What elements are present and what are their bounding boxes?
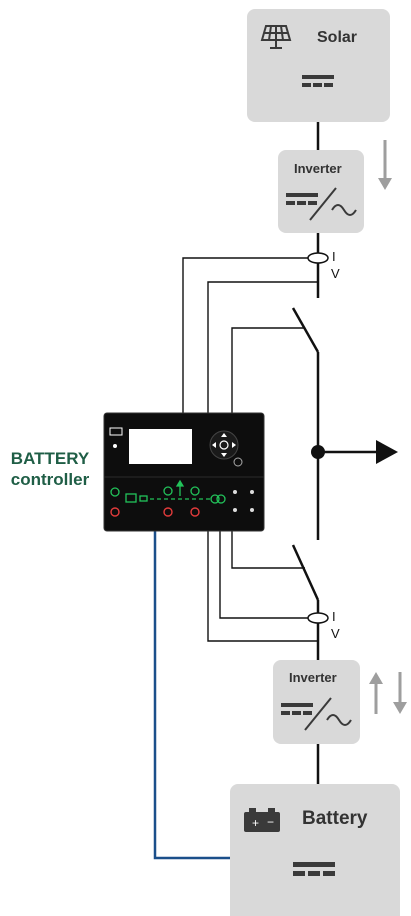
green-led-icon [190,486,200,496]
manual-icon [233,508,237,512]
inverter-top-box: Inverter [278,150,364,233]
current-label-bottom: I [332,609,336,624]
inverter-top-label: Inverter [294,161,342,176]
green-led-icon [110,487,120,497]
solar-box: Solar [247,9,390,122]
mimic-diagram [110,479,226,504]
controller-label-line1: BATTERY [10,449,90,468]
dc-symbol-icon [286,193,318,205]
battery-communication-link [153,531,230,860]
battery-box: + − Battery [230,784,400,916]
navigation-pad [209,430,239,460]
switch-bottom [291,544,320,601]
current-sense-wire-bottom [219,531,310,619]
dc-symbol-icon [281,703,313,715]
dc-ac-converter-icon [304,697,352,731]
switch-top [291,307,320,353]
stop-button-icon [110,507,120,517]
settings-icon [250,508,254,512]
controller-label: BATTERY controller [2,448,98,490]
mode-icon [233,490,237,494]
green-led-icon [163,486,173,496]
battery-controller-device [103,412,265,532]
voltage-sense-wire-bottom [207,531,318,642]
current-sensor-ring-top [307,252,329,264]
nav-ok-button [219,440,229,450]
inverter-bottom-label: Inverter [289,670,337,685]
nav-down-icon [221,453,227,457]
inverter-bottom-box: Inverter [273,660,360,744]
svg-text:+: + [252,816,259,830]
output-arrow-icon [376,440,398,464]
switch-sense-wire-top [231,327,305,413]
breaker-open-button-icon [163,507,173,517]
nav-right-icon [232,442,236,448]
nav-left-icon [212,442,216,448]
indicator-dot-icon [113,444,117,448]
nav-up-icon [221,433,227,437]
breaker-close-button-icon [190,507,200,517]
lcd-screen [129,429,192,464]
switch-sense-wire-bottom [231,531,305,569]
dc-symbol-icon [302,75,334,87]
svg-text:−: − [267,815,274,829]
voltage-label-bottom: V [331,626,340,641]
back-button-icon [233,457,243,467]
current-label-top: I [332,249,336,264]
bus-junction-dot [311,445,325,459]
voltage-label-top: V [331,266,340,281]
current-sense-wire-top [182,257,310,413]
battery-label: Battery [302,808,368,829]
current-sensor-ring-bottom [307,612,329,624]
controller-label-line2: controller [10,470,90,489]
battery-icon: + − [244,808,280,832]
solar-label: Solar [317,29,358,46]
solar-panel-icon [260,25,292,49]
auto-icon [250,490,254,494]
dc-symbol-icon [293,862,335,876]
dc-ac-converter-icon [309,187,357,221]
voltage-sense-wire-top [207,281,318,413]
brand-logo-icon [109,427,123,436]
